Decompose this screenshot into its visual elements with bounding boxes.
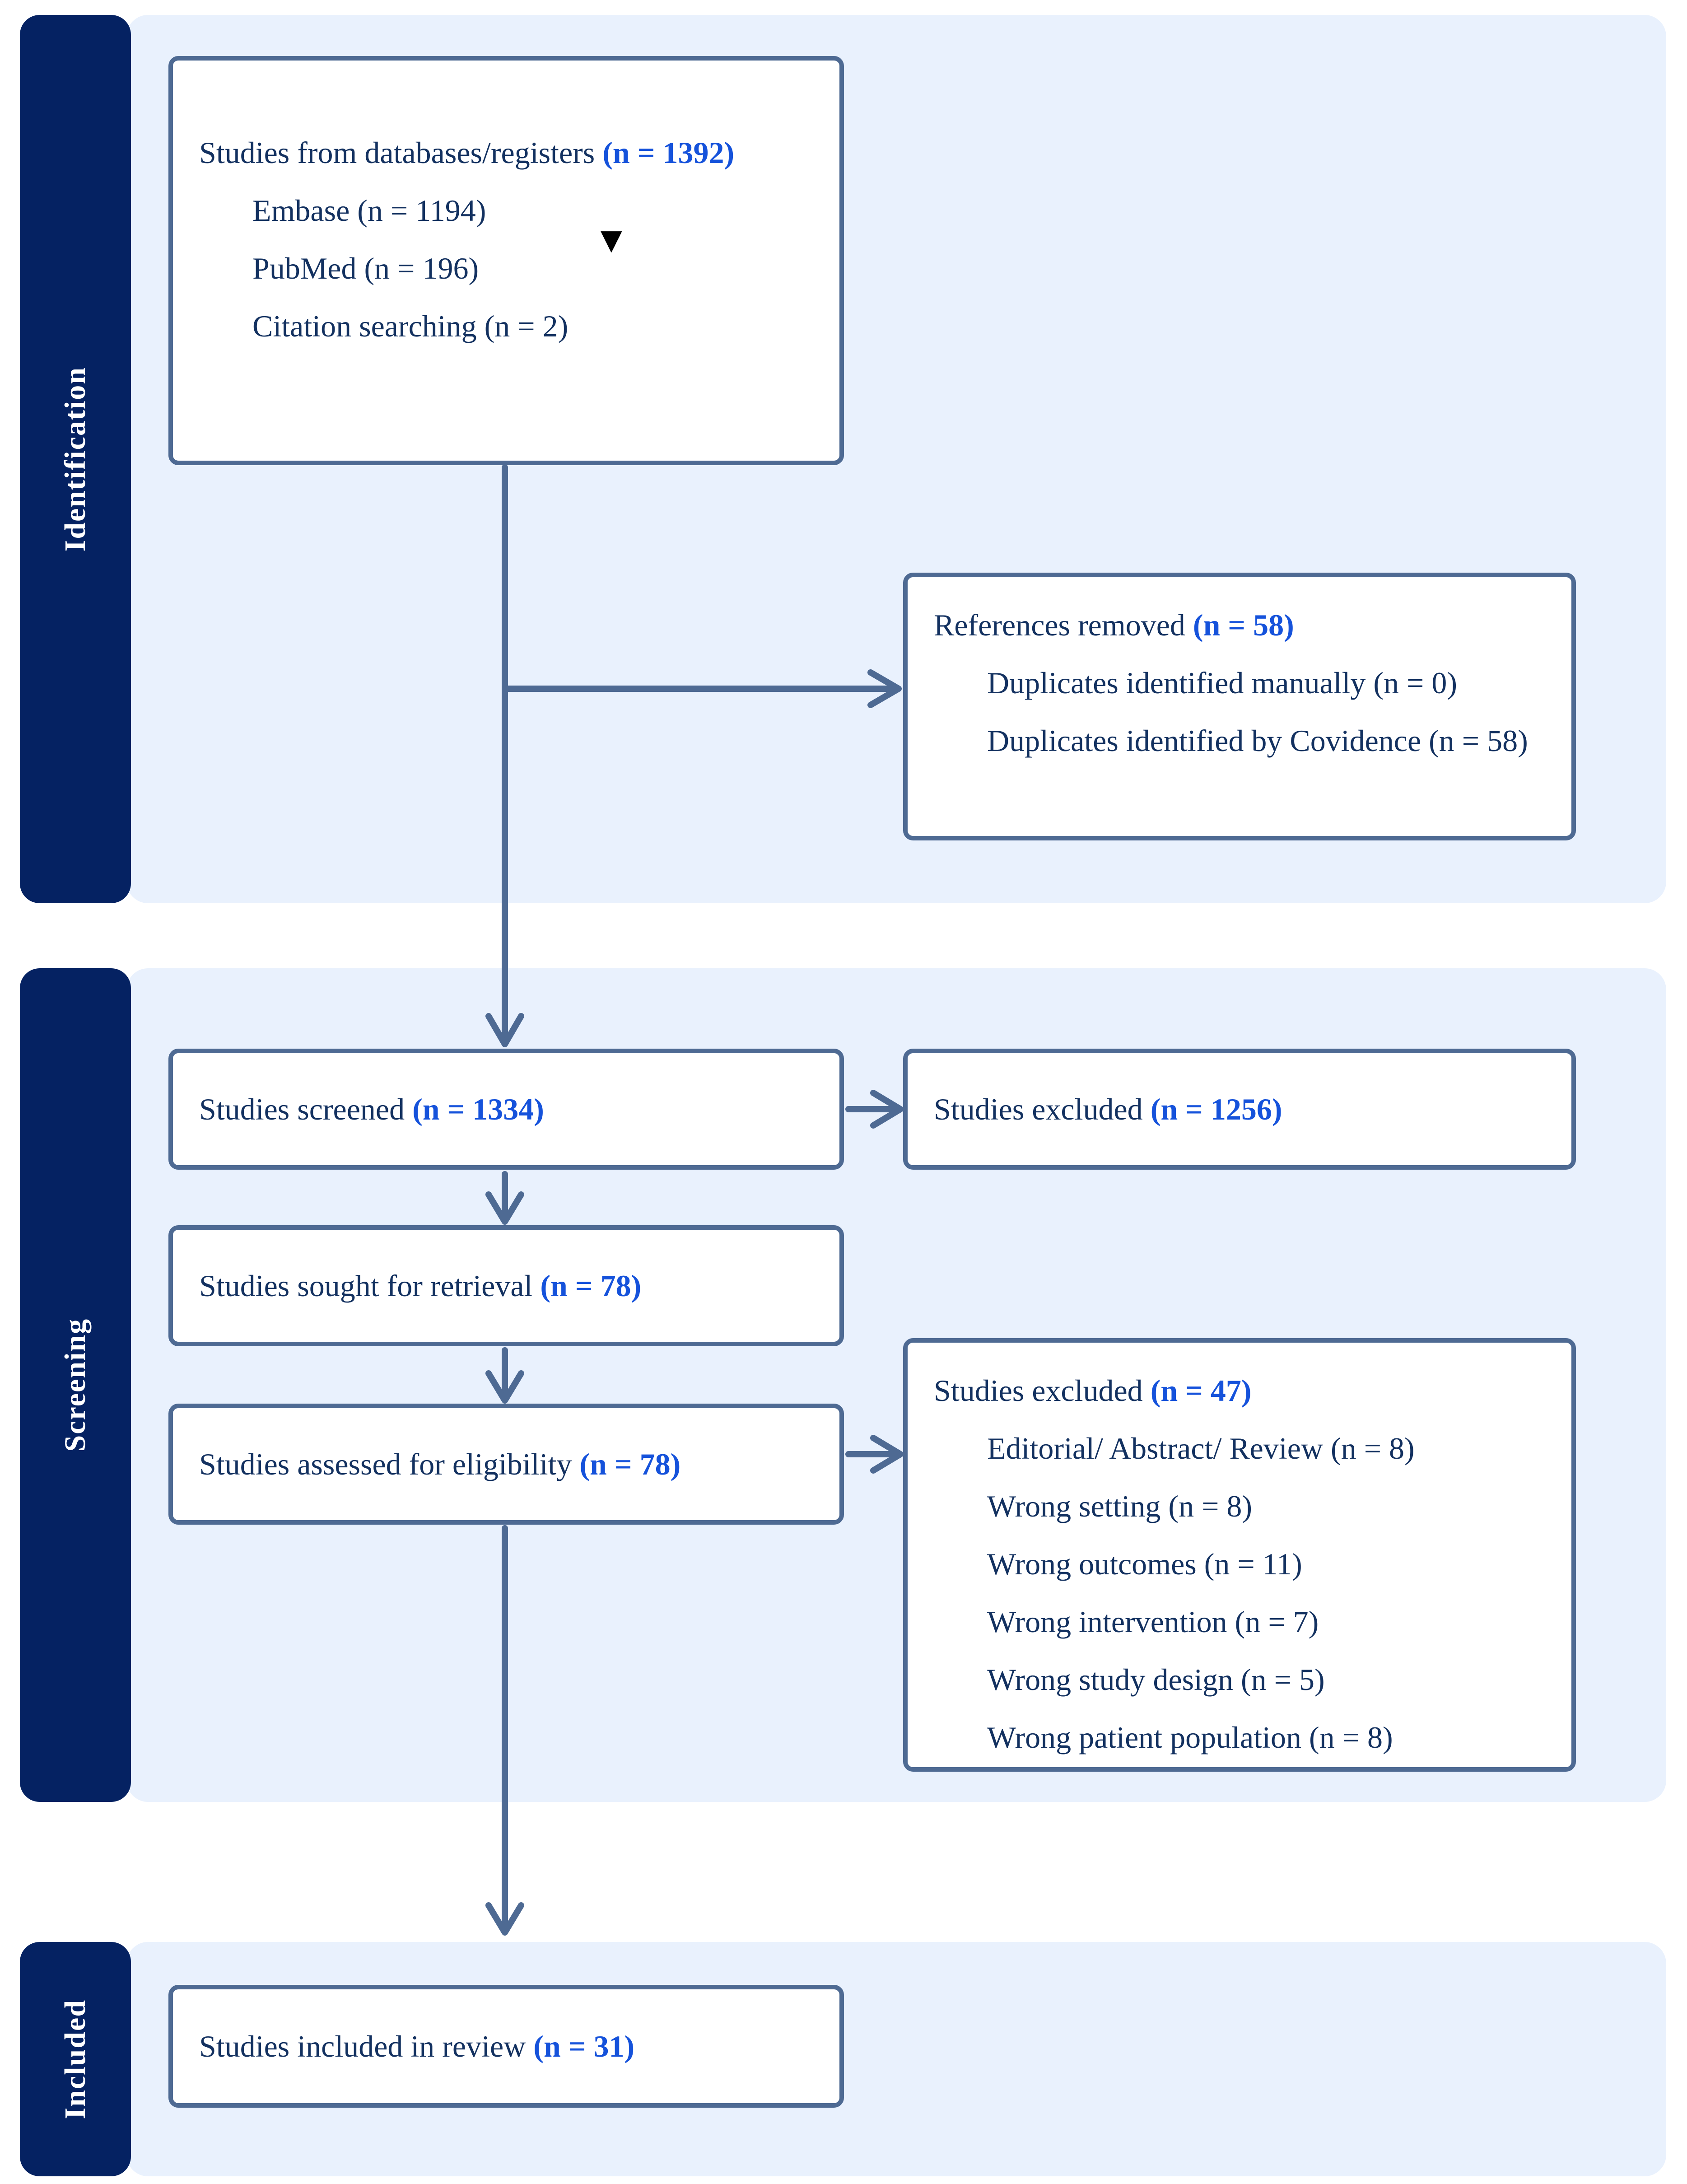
- box-title: References removed: [934, 608, 1193, 642]
- box-sub-item: Embase (n = 1194): [252, 193, 486, 228]
- box-studies-included-review: Studies included in review (n = 31): [168, 1985, 844, 2108]
- stage-tab-screening: Screening: [20, 968, 131, 1802]
- box-studies-assessed-eligibility: Studies assessed for eligibility (n = 78…: [168, 1404, 844, 1525]
- box-title: Studies screened: [199, 1092, 413, 1126]
- box-studies-screened: Studies screened (n = 1334): [168, 1049, 844, 1170]
- box-sub-item: PubMed (n = 196): [252, 251, 479, 285]
- stage-label-included: Included: [59, 1999, 92, 2119]
- box-sub-items: Editorial/ Abstract/ Review (n = 8) Wrong…: [934, 1419, 1546, 1766]
- cursor-triangle-icon: ▼: [601, 223, 622, 256]
- box-count: (n = 78): [579, 1447, 681, 1481]
- stage-label-identification: Identification: [59, 366, 92, 552]
- box-studies-sought-retrieval: Studies sought for retrieval (n = 78): [168, 1225, 844, 1346]
- box-title-line: Studies assessed for eligibility (n = 78…: [199, 1435, 680, 1493]
- box-sub-item: Wrong study design (n = 5): [987, 1662, 1325, 1697]
- box-sub-items: Duplicates identified manually (n = 0) Du…: [934, 654, 1546, 770]
- box-count: (n = 1334): [412, 1092, 544, 1126]
- box-studies-from-databases: Studies from databases/registers (n = 13…: [168, 56, 844, 465]
- box-count: (n = 31): [533, 2029, 635, 2063]
- box-sub-item: Wrong outcomes (n = 11): [987, 1547, 1302, 1581]
- box-studies-excluded-eligibility: Studies excluded (n = 47) Editorial/ Abs…: [903, 1338, 1576, 1772]
- box-studies-excluded-screening: Studies excluded (n = 1256): [903, 1049, 1576, 1170]
- box-title: Studies assessed for eligibility: [199, 1447, 580, 1481]
- box-sub-item: Duplicates identified manually (n = 0): [987, 666, 1458, 700]
- box-count: (n = 47): [1150, 1373, 1252, 1408]
- box-title-line: Studies included in review (n = 31): [199, 2017, 634, 2075]
- box-title-line: References removed (n = 58): [934, 596, 1546, 654]
- box-title: Studies sought for retrieval: [199, 1269, 541, 1303]
- box-sub-item: Wrong patient population (n = 8): [987, 1720, 1393, 1755]
- box-sub-item: Duplicates identified by Covidence (n = …: [987, 723, 1528, 758]
- box-sub-item: Wrong intervention (n = 7): [987, 1605, 1319, 1639]
- box-title-line: Studies excluded (n = 47): [934, 1362, 1546, 1419]
- box-references-removed: References removed (n = 58) Duplicates i…: [903, 573, 1576, 840]
- arrowhead-assessed-to-included: [485, 1902, 524, 1936]
- box-title-line: Studies sought for retrieval (n = 78): [199, 1257, 641, 1315]
- box-title: Studies from databases/registers: [199, 135, 603, 170]
- stage-tab-identification: Identification: [20, 15, 131, 903]
- box-count: (n = 58): [1193, 608, 1294, 642]
- box-sub-item: Editorial/ Abstract/ Review (n = 8): [987, 1431, 1415, 1465]
- box-count: (n = 78): [540, 1269, 642, 1303]
- box-title: Studies excluded: [934, 1092, 1151, 1126]
- box-count: (n = 1392): [602, 135, 735, 170]
- box-title-line: Studies from databases/registers (n = 13…: [199, 124, 814, 182]
- box-title: Studies included in review: [199, 2029, 534, 2063]
- box-sub-item: Citation searching (n = 2): [252, 309, 569, 343]
- box-title-line: Studies excluded (n = 1256): [934, 1080, 1282, 1138]
- stage-tab-included: Included: [20, 1942, 131, 2176]
- box-sub-items: Embase (n = 1194) PubMed (n = 196) Citatio…: [199, 182, 814, 355]
- stage-label-screening: Screening: [59, 1318, 92, 1452]
- box-sub-item: Wrong setting (n = 8): [987, 1489, 1253, 1523]
- box-title-line: Studies screened (n = 1334): [199, 1080, 544, 1138]
- box-title: Studies excluded: [934, 1373, 1151, 1408]
- box-count: (n = 1256): [1150, 1092, 1282, 1126]
